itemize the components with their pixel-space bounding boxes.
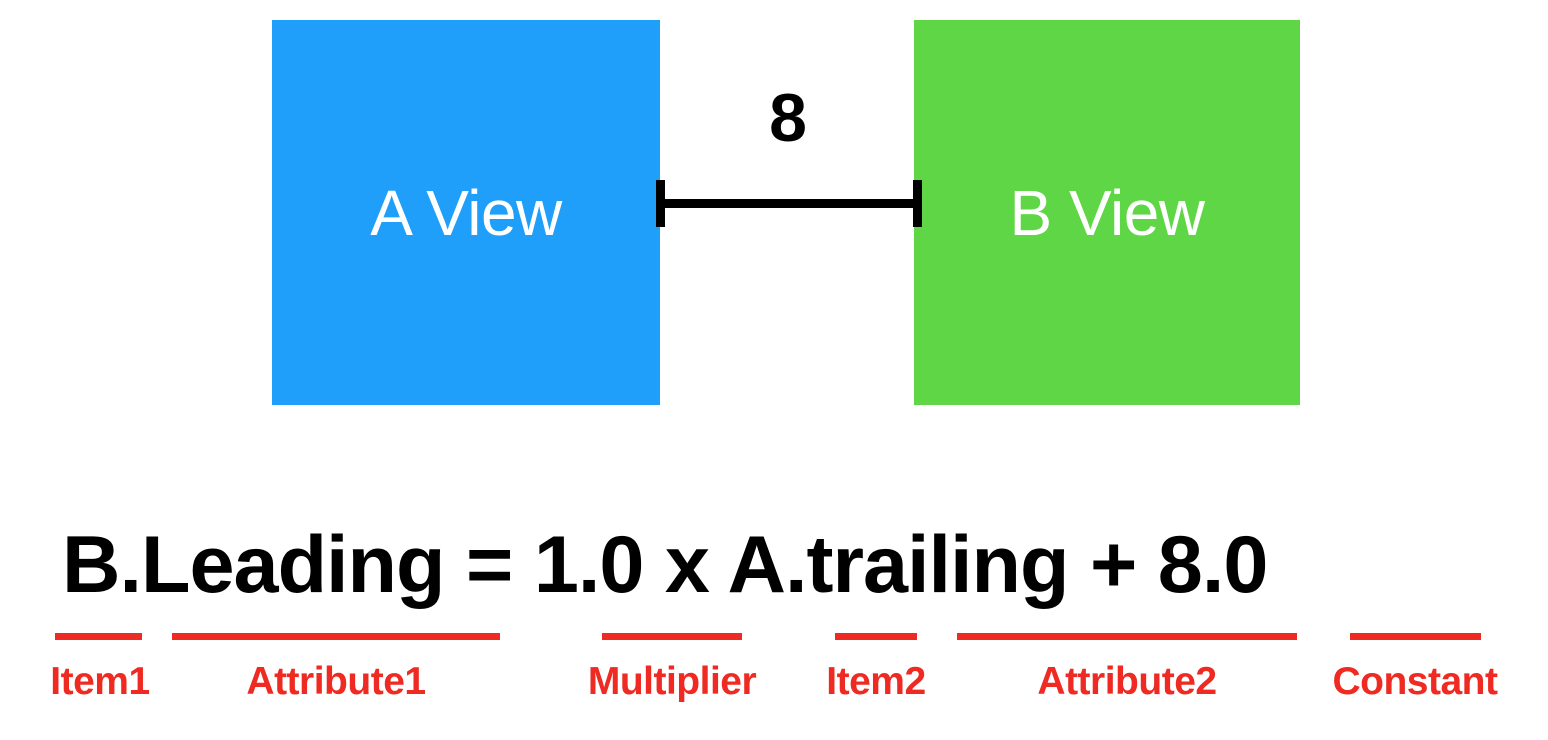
- view-box-a-label: A View: [370, 176, 562, 249]
- view-box-b-label: B View: [1009, 176, 1205, 249]
- view-box-b[interactable]: B View: [914, 20, 1300, 405]
- annotation-label-constant: Constant: [1332, 660, 1499, 703]
- dimension-cap-right-icon: [913, 180, 922, 227]
- annotation-rule-item2: [835, 633, 917, 640]
- constraint-equation-text: B.Leading = 1.0 x A.trailing + 8.0: [62, 520, 1268, 610]
- spacing-dimension-indicator: [652, 180, 924, 230]
- view-box-a[interactable]: A View: [272, 20, 660, 405]
- annotation-rule-item1: [55, 633, 142, 640]
- annotation-label-multiplier: Multiplier: [587, 660, 757, 703]
- annotation-label-attribute2: Attribute2: [1037, 660, 1217, 703]
- dimension-bar-icon: [656, 199, 922, 208]
- annotation-rule-multiplier: [602, 633, 742, 640]
- annotation-label-item2: Item2: [826, 660, 926, 703]
- spacing-value-label: 8: [769, 80, 807, 156]
- annotation-label-attribute1: Attribute1: [246, 660, 426, 703]
- annotation-rule-attribute2: [957, 633, 1297, 640]
- annotation-rule-attribute1: [172, 633, 500, 640]
- annotation-rule-constant: [1350, 633, 1481, 640]
- annotation-label-item1: Item1: [50, 660, 150, 703]
